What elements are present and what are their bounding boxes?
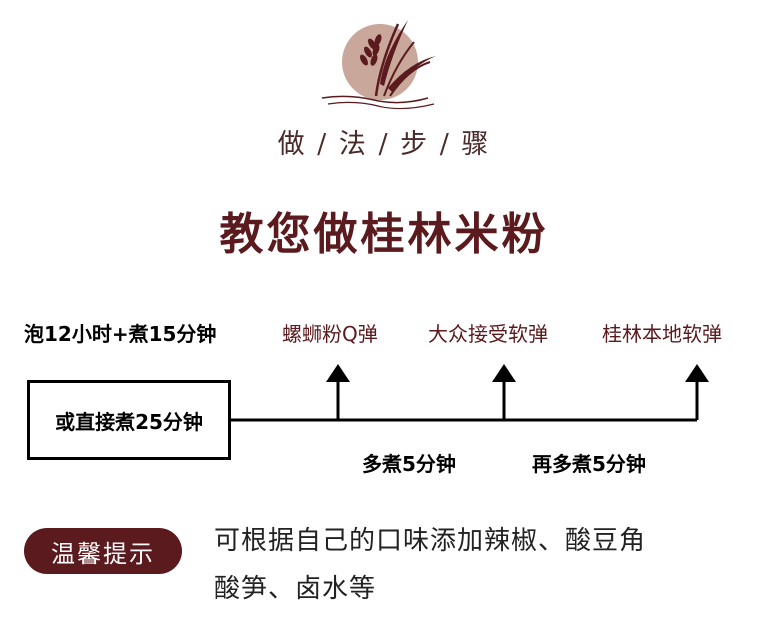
- tip-text-line-2: 酸笋、卤水等: [214, 574, 377, 604]
- tip-text-line-1: 可根据自己的口味添加辣椒、酸豆角: [214, 526, 647, 556]
- stage-label-3: 桂林本地软弹: [602, 322, 722, 346]
- start-label: 泡12小时+煮15分钟: [24, 322, 217, 346]
- rice-stalk-logo-icon: [321, 20, 436, 110]
- tip-badge: 温馨提示: [24, 528, 182, 574]
- section-label: 做 / 法 / 步 / 骤: [277, 129, 491, 160]
- tip-badge-label: 温馨提示: [51, 539, 155, 568]
- arrow-up-icon: [685, 364, 709, 382]
- start-box: 或直接煮25分钟: [27, 380, 231, 460]
- interval-label-1: 多煮5分钟: [362, 452, 456, 476]
- start-box-label: 或直接煮25分钟: [55, 409, 203, 434]
- arrow-up-icon: [326, 364, 350, 382]
- interval-label-2: 再多煮5分钟: [532, 452, 646, 476]
- arrow-up-icon: [492, 364, 516, 382]
- stage-label-1: 螺蛳粉Q弹: [282, 322, 378, 346]
- stage-label-2: 大众接受软弹: [428, 322, 548, 346]
- page-title: 教您做桂林米粉: [219, 209, 549, 260]
